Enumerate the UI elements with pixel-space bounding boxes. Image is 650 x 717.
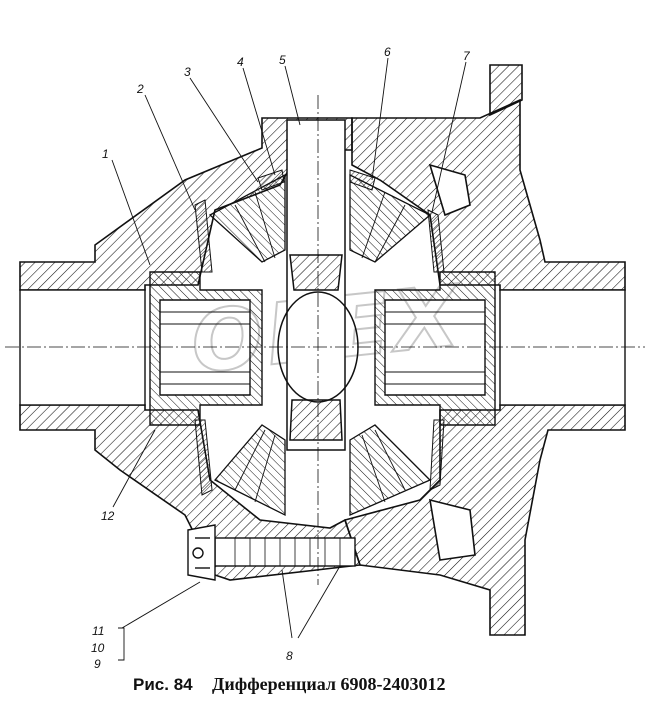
pin-upper-hatch xyxy=(289,254,343,291)
leader-lines xyxy=(111,57,467,661)
caption-title: Дифференциал 6908-2403012 xyxy=(212,674,446,694)
bolt xyxy=(187,524,356,581)
right-side-gear xyxy=(374,271,496,426)
cross-pin xyxy=(277,119,359,451)
washer-lower-left xyxy=(194,419,213,496)
pinions xyxy=(208,173,432,517)
right-bore xyxy=(499,289,626,406)
housing-top-right xyxy=(351,98,626,291)
housing-window-bottom xyxy=(429,498,476,561)
caption-figure-number: Рис. 84 xyxy=(133,675,193,694)
housing-lug xyxy=(489,64,523,117)
left-splines xyxy=(160,311,250,385)
pinion-lower-right xyxy=(349,424,432,516)
label-10: 10 xyxy=(91,641,105,655)
label-6: 6 xyxy=(384,45,391,59)
label-12: 12 xyxy=(101,509,115,523)
washer-upper-right xyxy=(427,209,445,273)
label-4: 4 xyxy=(237,55,244,69)
washer-pin-right xyxy=(349,169,376,191)
label-7: 7 xyxy=(463,49,471,63)
label-5: 5 xyxy=(279,53,286,67)
thrust-washers xyxy=(194,169,445,496)
label-1: 1 xyxy=(102,147,109,161)
pinion-lower-left xyxy=(213,424,286,517)
label-8: 8 xyxy=(286,649,293,663)
label-2: 2 xyxy=(136,82,144,96)
label-9: 9 xyxy=(94,657,101,671)
side-gears xyxy=(19,271,626,426)
washer-lower-right xyxy=(429,419,445,491)
figure-caption: Рис. 84 Дифференциал 6908-2403012 xyxy=(133,674,446,694)
callout-labels: 1 2 3 4 5 6 7 8 9 10 11 12 xyxy=(91,45,471,671)
left-side-gear xyxy=(149,271,263,426)
label-11: 11 xyxy=(92,624,104,638)
housing xyxy=(19,64,626,636)
right-splines xyxy=(385,311,485,385)
label-3: 3 xyxy=(184,65,191,79)
pinion-upper-left xyxy=(208,173,286,263)
centerlines xyxy=(5,95,645,585)
left-bore xyxy=(19,289,146,406)
washer-upper-left xyxy=(194,199,213,273)
pin-lower-hatch xyxy=(289,399,343,441)
bolt-shank xyxy=(214,537,356,567)
